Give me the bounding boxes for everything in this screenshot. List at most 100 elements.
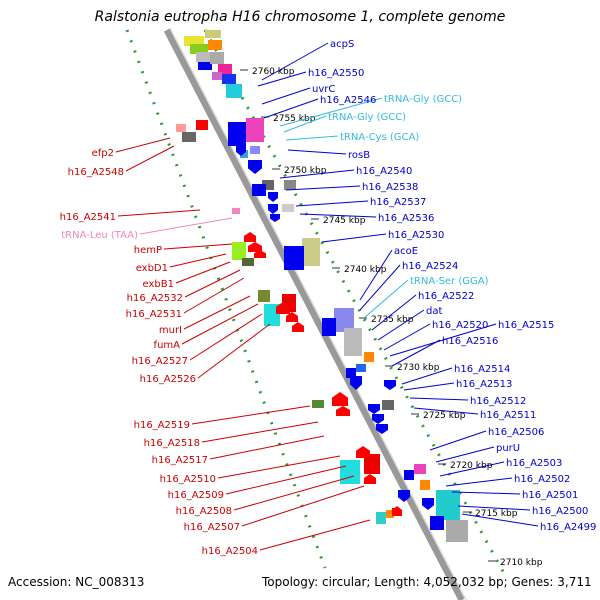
- label-connector: [363, 279, 409, 319]
- feature-arrow: [422, 498, 434, 510]
- label-connector: [413, 407, 479, 415]
- feature-block: [222, 74, 236, 84]
- backbone-highlight: [170, 29, 467, 600]
- feature-label-forward: h16_A2540: [356, 166, 412, 177]
- feature-label-reverse: tRNA-Leu (TAA): [61, 230, 138, 241]
- label-connector: [371, 294, 417, 331]
- label-connector: [183, 295, 251, 330]
- feature-arrow: [368, 404, 380, 414]
- label-connector: [359, 249, 393, 301]
- feature-arrow: [248, 160, 262, 174]
- label-connector: [283, 115, 327, 133]
- feature-label-forward: tRNA-Gly (GCC): [384, 94, 462, 105]
- backbone-line: [163, 28, 466, 600]
- feature-block: [252, 184, 266, 196]
- feature-blocks: [176, 30, 468, 542]
- feature-block: [414, 464, 426, 474]
- label-connector: [299, 213, 377, 218]
- feature-block: [232, 242, 246, 260]
- feature-label-reverse: exbD1: [136, 263, 168, 274]
- feature-block: [430, 516, 444, 530]
- feature-block: [364, 352, 374, 362]
- label-connector: [457, 505, 531, 511]
- label-connector: [189, 313, 263, 361]
- feature-block: [232, 208, 240, 214]
- tick-track-right: [203, 29, 507, 576]
- label-connector: [191, 405, 311, 425]
- map-title: Ralstonia eutropha H16 chromosome 1, com…: [94, 9, 506, 25]
- label-connector: [285, 135, 339, 141]
- feature-arrow: [254, 250, 266, 258]
- feature-label-forward: h16_A2512: [470, 396, 526, 407]
- feature-label-forward: acpS: [330, 39, 354, 50]
- label-connector: [117, 209, 201, 217]
- label-connector: [445, 477, 513, 487]
- feature-block: [228, 122, 246, 146]
- feature-label-reverse: h16_A2517: [152, 455, 208, 466]
- label-connector: [225, 465, 347, 495]
- label-connector: [285, 185, 361, 191]
- label-connector: [201, 421, 319, 443]
- label-connector: [359, 264, 401, 311]
- feature-arrow: [364, 474, 376, 484]
- label-connector: [217, 455, 341, 479]
- backbone: [163, 28, 467, 600]
- feature-block: [218, 64, 232, 74]
- label-connector: [295, 200, 369, 207]
- label-connector: [261, 87, 311, 105]
- label-connector: [279, 97, 383, 127]
- scale-tick-label: 2740 kbp: [344, 265, 387, 275]
- feature-label-reverse: h16_A2531: [126, 309, 182, 320]
- feature-label-forward: h16_A2538: [362, 182, 418, 193]
- scale-tick-label: 2750 kbp: [284, 166, 327, 176]
- topology-text: Topology: circular; Length: 4,052,032 bp…: [262, 575, 592, 589]
- label-connector: [183, 277, 245, 314]
- feature-arrow: [376, 424, 388, 434]
- feature-arrow: [292, 322, 304, 332]
- label-connector: [377, 309, 425, 341]
- feature-block: [446, 520, 468, 542]
- label-connector: [184, 269, 241, 298]
- accession-text: Accession: NC_008313: [8, 575, 145, 589]
- feature-block: [382, 400, 394, 410]
- label-connector: [403, 382, 455, 391]
- feature-block: [250, 146, 260, 154]
- feature-block: [182, 132, 196, 142]
- feature-block: [198, 62, 212, 70]
- feature-arrow: [398, 490, 410, 502]
- feature-label-forward: h16_A2516: [442, 336, 498, 347]
- label-connector: [429, 430, 487, 451]
- feature-label-forward: tRNA-Gly (GCC): [328, 112, 406, 123]
- feature-block: [284, 180, 296, 190]
- label-connector: [241, 485, 365, 527]
- feature-arrow: [350, 376, 362, 390]
- feature-block: [284, 246, 304, 270]
- feature-arrow: [244, 232, 256, 242]
- feature-label-forward: dat: [426, 306, 442, 317]
- feature-block: [322, 318, 336, 336]
- scale-tick-label: 2730 kbp: [397, 363, 440, 373]
- feature-label-reverse: h16_A2519: [134, 420, 190, 431]
- label-connector: [259, 519, 371, 551]
- feature-label-forward: uvrC: [312, 84, 335, 95]
- feature-arrow: [276, 302, 290, 314]
- feature-block: [420, 480, 430, 490]
- scale-tick-label: 2710 kbp: [500, 558, 543, 568]
- feature-arrow: [248, 242, 262, 252]
- feature-block: [346, 368, 356, 378]
- label-connector: [169, 253, 227, 268]
- feature-label-reverse: fumA: [154, 340, 181, 351]
- label-connector: [383, 323, 431, 351]
- feature-block: [242, 258, 254, 266]
- feature-label-reverse: h16_A2527: [132, 356, 188, 367]
- feature-arrow: [356, 446, 370, 458]
- feature-label-forward: h16_A2503: [506, 458, 562, 469]
- scale-tick-label: 2715 kbp: [475, 509, 518, 519]
- scale-tick-label: 2745 kbp: [323, 216, 366, 226]
- feature-label-forward: h16_A2550: [308, 68, 364, 79]
- label-connector: [163, 243, 233, 250]
- feature-label-forward: h16_A2520: [432, 320, 488, 331]
